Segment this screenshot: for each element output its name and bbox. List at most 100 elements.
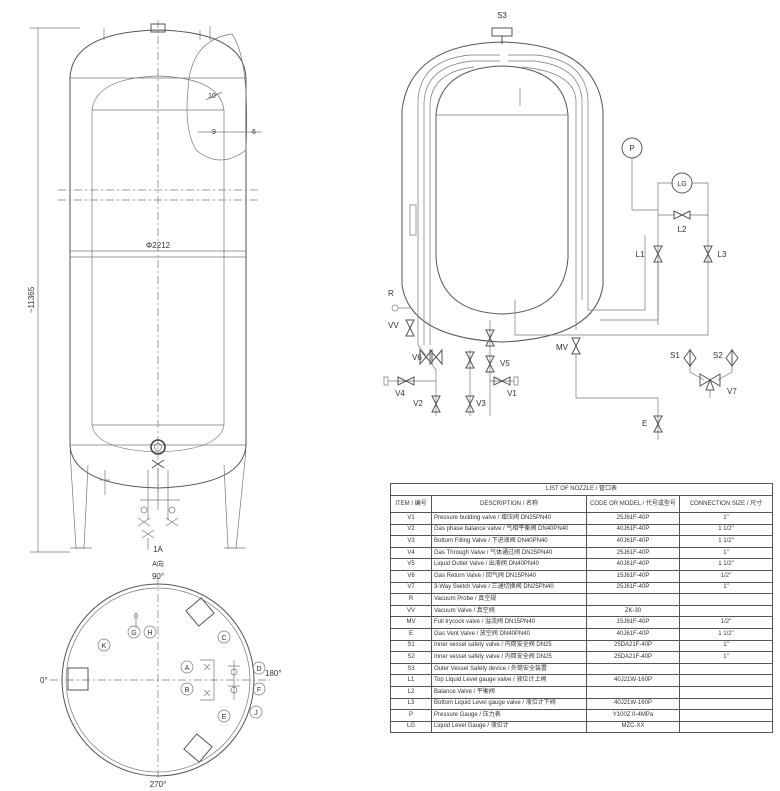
- cell-item: MV: [390, 616, 432, 629]
- cell-size: 1 1/2": [679, 523, 773, 537]
- cell-description: Outer Vessel Safety device / 外筒安全装置: [431, 662, 587, 676]
- label-v1: V1: [507, 389, 517, 398]
- cell-item: V6: [390, 569, 432, 583]
- cell-size: 1": [679, 581, 773, 595]
- label-lg: LG: [677, 181, 686, 188]
- col-item: ITEM / 编号: [390, 495, 432, 513]
- cell-code: 40J61F-40P: [586, 523, 680, 537]
- cell-code: 15J61F-40P: [586, 616, 680, 629]
- cell-code: 15J61F-40P: [586, 569, 680, 583]
- cell-description: Full trycock valve / 溢流阀 DN15PN40: [431, 616, 587, 629]
- angle-90: 90°: [152, 572, 164, 581]
- label-p: P: [629, 144, 634, 153]
- cell-size: 1": [679, 512, 773, 525]
- label-r: R: [388, 289, 394, 298]
- nozzle-c: C: [221, 635, 226, 642]
- cell-item: R: [390, 593, 432, 606]
- cell-code: 25J61F-40P: [586, 546, 680, 560]
- angle-180: 180°: [265, 669, 282, 678]
- cell-size: 1": [679, 639, 773, 653]
- cell-description: Inner vessel safety valve / 内筒安全阀 DN25: [431, 639, 587, 653]
- label-v5: V5: [500, 359, 510, 368]
- cell-code: [586, 593, 680, 606]
- label-l3: L3: [718, 250, 727, 259]
- cell-description: 3-Way Switch Valve / 三通切换阀 DN25PN40: [431, 581, 587, 595]
- cell-description: Liquid Level Gauge / 液位计: [431, 720, 587, 734]
- label-e: E: [642, 419, 647, 428]
- label-v2: V2: [413, 399, 423, 408]
- nozzle-e: E: [222, 714, 227, 721]
- cell-code: 40J61F-40P: [586, 535, 680, 548]
- cell-description: Top Liquid Level gauge valve / 液位计上阀: [431, 674, 587, 687]
- cell-item: S1: [390, 639, 432, 653]
- label-mv: MV: [556, 343, 569, 352]
- label-s1: S1: [670, 351, 680, 360]
- cell-size: [679, 709, 773, 722]
- cell-size: 1 1/2": [679, 535, 773, 548]
- cell-code: 25DA21F-40P: [586, 639, 680, 653]
- cell-item: V7: [390, 581, 432, 595]
- cell-size: [679, 604, 773, 618]
- cell-description: Gas Vent Valve / 放空阀 DN40PN40: [431, 627, 587, 641]
- label-s3: S3: [497, 11, 507, 20]
- cell-code: 40J21W-160P: [586, 674, 680, 687]
- cell-size: 1/2": [679, 569, 773, 583]
- cell-item: P: [390, 709, 432, 722]
- cell-size: [679, 697, 773, 711]
- cell-size: [679, 593, 773, 606]
- cell-size: [679, 720, 773, 734]
- cell-item: S2: [390, 651, 432, 664]
- cell-code: 40J61F-40P: [586, 627, 680, 641]
- cell-code: 40J61F-40P: [586, 558, 680, 571]
- cell-item: E: [390, 627, 432, 641]
- cell-item: LG: [390, 720, 432, 734]
- cell-description: Pressure building valve / 增压阀 DN25PN40: [431, 512, 587, 525]
- cell-item: L1: [390, 674, 432, 687]
- cell-description: Inner vessel safety valve / 内筒安全阀 DN25: [431, 651, 587, 664]
- cell-description: Bottom Filling Valve / 下进液阀 DN40PN40: [431, 535, 587, 548]
- cell-description: Balance Valve / 平衡阀: [431, 685, 587, 699]
- nozzle-g: G: [131, 630, 136, 637]
- cell-size: [679, 685, 773, 699]
- cell-description: Gas phase balance valve / 气相平衡阀 DN40PN40: [431, 523, 587, 537]
- table-header-row: ITEM / 编号 DESCRIPTION / 名称 CODE OR MODEL…: [390, 495, 773, 513]
- nozzle-d: D: [256, 666, 261, 673]
- piping-schematic: S3 P LG L2 L1 L3 R: [383, 11, 739, 440]
- cell-description: Pressure Gauge / 压力表: [431, 709, 587, 722]
- cell-code: 25J61F-40P: [586, 581, 680, 595]
- plan-view: 90° 180° 270° 0° K G H C A B D F J E: [40, 572, 282, 789]
- nozzle-table: LIST OF NOZZLE / 管口表 ITEM / 编号 DESCRIPTI…: [390, 483, 773, 734]
- cell-description: Vacuum Probe / 真空规: [431, 593, 587, 606]
- cell-size: 1 1/2": [679, 558, 773, 571]
- cell-code: 40J21W-160P: [586, 697, 680, 711]
- label-v7: V7: [727, 387, 737, 396]
- cell-code: Y100Z 0-4MPa: [586, 709, 680, 722]
- cell-size: 1": [679, 546, 773, 560]
- elevation-view: ~11365 Φ2212 10 9 6: [27, 20, 262, 568]
- cell-item: V2: [390, 523, 432, 537]
- label-l1: L1: [636, 250, 645, 259]
- cell-description: Vacuum Valve / 真空阀: [431, 604, 587, 618]
- angle-0: 0°: [40, 676, 48, 685]
- label-vv: VV: [388, 321, 399, 330]
- nozzle-a: A: [185, 665, 190, 672]
- cell-item: V3: [390, 535, 432, 548]
- cell-code: MZC-XX: [586, 720, 680, 734]
- nozzle-b: B: [185, 687, 190, 694]
- label-s2: S2: [713, 351, 723, 360]
- view-label: A向: [152, 559, 164, 568]
